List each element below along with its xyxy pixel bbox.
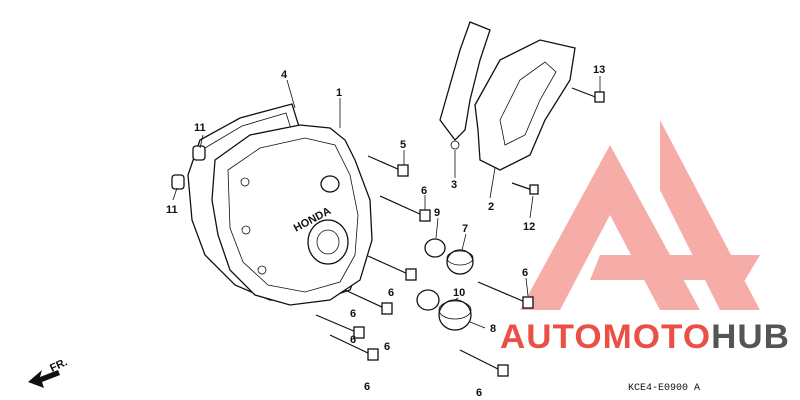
callout-2: 2 [488,201,494,213]
leader-lines [172,76,601,329]
o-ring-10 [416,289,440,311]
bolt-6-f [477,281,534,309]
sprocket-cover-plate [439,21,491,150]
bolt-6-b [367,255,417,281]
callout-11-b: 11 [166,204,178,216]
callout-12: 12 [523,221,535,233]
callout-5: 5 [400,139,406,151]
callout-3: 3 [451,179,457,191]
callout-6-d: 6 [384,341,390,353]
callout-6-f: 6 [522,267,528,279]
callout-4: 4 [281,69,288,81]
callout-9: 9 [434,207,440,219]
callout-1: 1 [336,87,342,99]
bolt-6-g [459,349,509,377]
callout-6-b: 6 [388,287,394,299]
bolt-12 [511,182,539,195]
left-crankcase-cover: HONDA [211,124,373,306]
watermark-logo [520,120,760,310]
watermark-text-part1: AUTOMOTO [500,318,711,356]
callout-11-a: 11 [194,122,206,134]
sprocket-cover [474,39,576,171]
bolt-13 [571,87,605,103]
triangle-logo-mark [520,120,760,310]
bolt-6-c [344,289,393,315]
watermark-text-part2: HUB [711,318,790,356]
diagram-code: KCE4-E0900 A [628,383,700,394]
cap-7 [446,249,474,275]
callout-8: 8 [490,323,496,335]
front-direction-arrow: FR. [28,356,69,388]
callout-6-g: 6 [476,387,482,399]
dowel-pin-lower [171,174,185,190]
callout-7: 7 [462,223,468,235]
direction-label: FR. [48,356,69,374]
bolt-6-a [379,195,431,222]
dowel-pin-upper [192,145,206,161]
callout-10: 10 [453,287,465,299]
o-ring-9 [424,238,446,258]
callout-6-e: 6 [364,381,370,393]
callout-13: 13 [593,64,605,76]
bolt-6-e [329,334,379,361]
bolt-5 [367,155,409,177]
callout-6-c: 6 [350,308,356,320]
bolt-6-d [315,314,365,339]
cap-8 [438,299,472,331]
callout-6-h: 6 [350,334,356,346]
callout-6-a: 6 [421,185,427,197]
